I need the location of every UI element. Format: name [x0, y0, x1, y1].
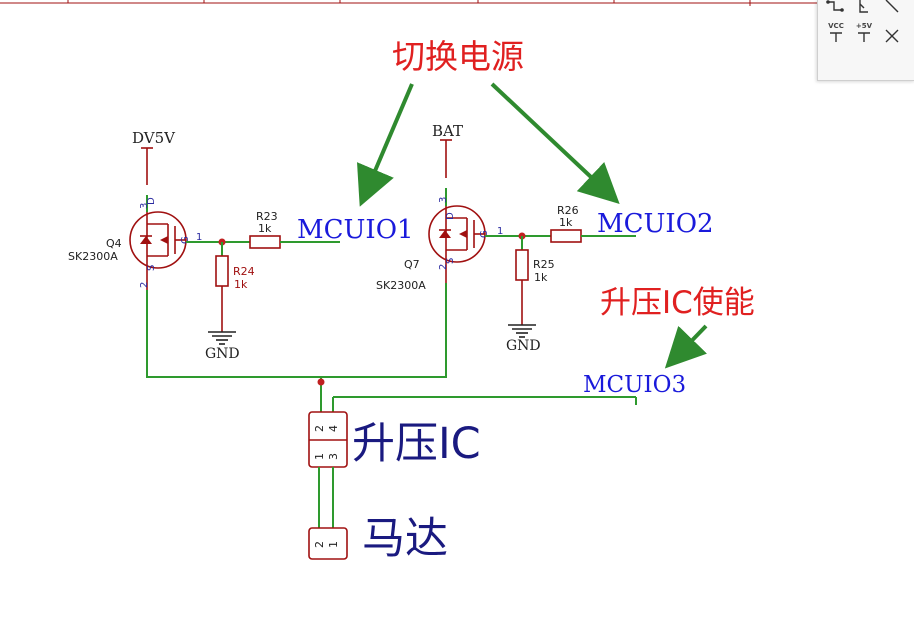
boost-ic-connector[interactable]: 2 4 1 3 — [308, 411, 348, 468]
line-tool-icon[interactable] — [880, 0, 904, 18]
boost-enable-annotation: 升压IC使能 — [600, 285, 755, 321]
arrow-to-mcuio1 — [357, 83, 414, 207]
boost-pin-4: 4 — [327, 425, 340, 432]
gnd-label-2: GND — [506, 338, 541, 354]
gnd-label-1: GND — [205, 346, 240, 362]
boost-pin-2: 2 — [313, 425, 326, 432]
r24-ref: R24 — [233, 265, 255, 278]
r25-resistor[interactable]: R25 1k — [515, 249, 555, 284]
q7-pin-d-label: D — [445, 212, 456, 220]
q4-pin-s-label: S — [146, 265, 157, 271]
source-bus — [146, 283, 447, 412]
q4-pin-d-label: D — [146, 197, 157, 205]
r25-value: 1k — [534, 271, 548, 284]
boost-pin-3: 3 — [327, 453, 340, 460]
wire-tool-icon[interactable] — [824, 0, 848, 18]
bat-net-label: BAT — [432, 122, 463, 140]
r26-ref: R26 — [557, 204, 579, 217]
r26-resistor[interactable]: R26 1k — [550, 204, 582, 243]
q7-pin-s-label: S — [445, 258, 456, 264]
arrow-to-mcuio2 — [490, 82, 620, 204]
motor-pin-2: 2 — [313, 541, 326, 548]
boost-ic-label: 升压IC — [352, 419, 481, 469]
plus5v-tool-label: +5V — [855, 22, 873, 30]
q4-pin-d-number: 3 — [139, 203, 150, 209]
q4-mosfet[interactable]: DV5V 3 D S 2 G 1 Q4 SK2300A — [68, 129, 202, 290]
gnd-symbol-1 — [208, 331, 236, 345]
r25-ref: R25 — [533, 258, 555, 271]
q7-ref: Q7 — [404, 258, 420, 271]
motor-label: 马达 — [362, 514, 448, 564]
bus-entry-tool-icon[interactable] — [852, 0, 876, 18]
motor-connector[interactable]: 2 1 — [308, 527, 348, 560]
vcc-tool[interactable]: VCC — [824, 22, 848, 44]
boost-pin-1: 1 — [313, 453, 326, 460]
drawing-frame — [0, 0, 914, 6]
r26-value: 1k — [559, 216, 573, 229]
motor-pin-1: 1 — [327, 541, 340, 548]
q7-pin-d-number: 3 — [438, 197, 449, 203]
q4-pin-g-number: 1 — [196, 232, 202, 243]
q4-ref: Q4 — [106, 237, 122, 250]
r23-resistor[interactable]: R23 1k — [249, 210, 281, 249]
plus5v-tool[interactable]: +5V — [852, 22, 876, 44]
switch-power-annotation: 切换电源 — [392, 37, 524, 76]
wiring-toolbar: VCC +5V — [817, 0, 914, 81]
q4-pin-g-label: G — [180, 236, 191, 244]
mcuio3-net-label[interactable]: MCUIO3 — [583, 372, 686, 398]
vcc-tool-label: VCC — [828, 22, 844, 30]
q7-pin-g-label: G — [479, 230, 490, 238]
mcuio2-net-label[interactable]: MCUIO2 — [597, 209, 714, 239]
r23-value: 1k — [258, 222, 272, 235]
arrow-to-mcuio3 — [664, 324, 708, 369]
q7-mosfet[interactable]: BAT 3 D S 2 G 1 Q7 SK2300A — [376, 122, 503, 292]
gnd-symbol-2 — [508, 324, 536, 338]
q4-value: SK2300A — [68, 250, 118, 263]
q7-pin-s-number: 2 — [438, 264, 449, 270]
r24-value: 1k — [234, 278, 248, 291]
dv5v-net-label: DV5V — [132, 129, 176, 147]
mcuio1-net-label[interactable]: MCUIO1 — [297, 215, 414, 245]
r24-resistor[interactable]: R24 1k — [215, 255, 255, 291]
r23-ref: R23 — [256, 210, 278, 223]
q7-pin-g-number: 1 — [497, 226, 503, 237]
q7-value: SK2300A — [376, 279, 426, 292]
q4-pin-s-number: 2 — [139, 282, 150, 288]
no-connect-tool-icon[interactable] — [880, 26, 904, 48]
